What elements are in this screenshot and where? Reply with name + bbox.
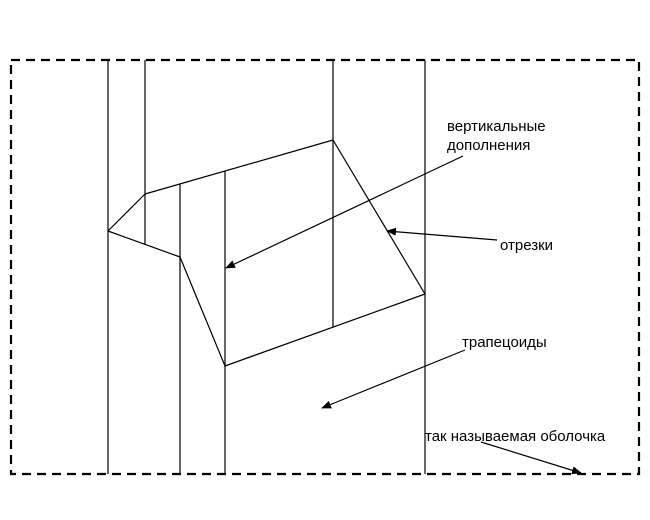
bounding-box (9, 58, 641, 476)
arrow-bounding-box (480, 441, 582, 475)
arrow-vertical-extensions (225, 155, 464, 269)
annotation-arrows (225, 155, 582, 475)
vertical-extensions (107, 60, 426, 474)
label-vertical-extensions-line1: вертикальные (447, 118, 546, 135)
label-vertical-extensions-line2: дополнения (447, 137, 530, 154)
segments (107, 139, 426, 367)
arrow-segments (386, 227, 498, 241)
segment (179, 256, 226, 367)
segment (107, 230, 181, 258)
label-segments: отрезки (500, 237, 553, 254)
segment (224, 293, 426, 367)
label-trapezoids: трапецоиды (462, 334, 547, 351)
segment (107, 193, 146, 232)
label-bounding-box: так называемая оболочка (425, 428, 606, 445)
segment (144, 139, 334, 195)
arrow-trapezoids (321, 349, 466, 409)
segment (332, 139, 426, 295)
